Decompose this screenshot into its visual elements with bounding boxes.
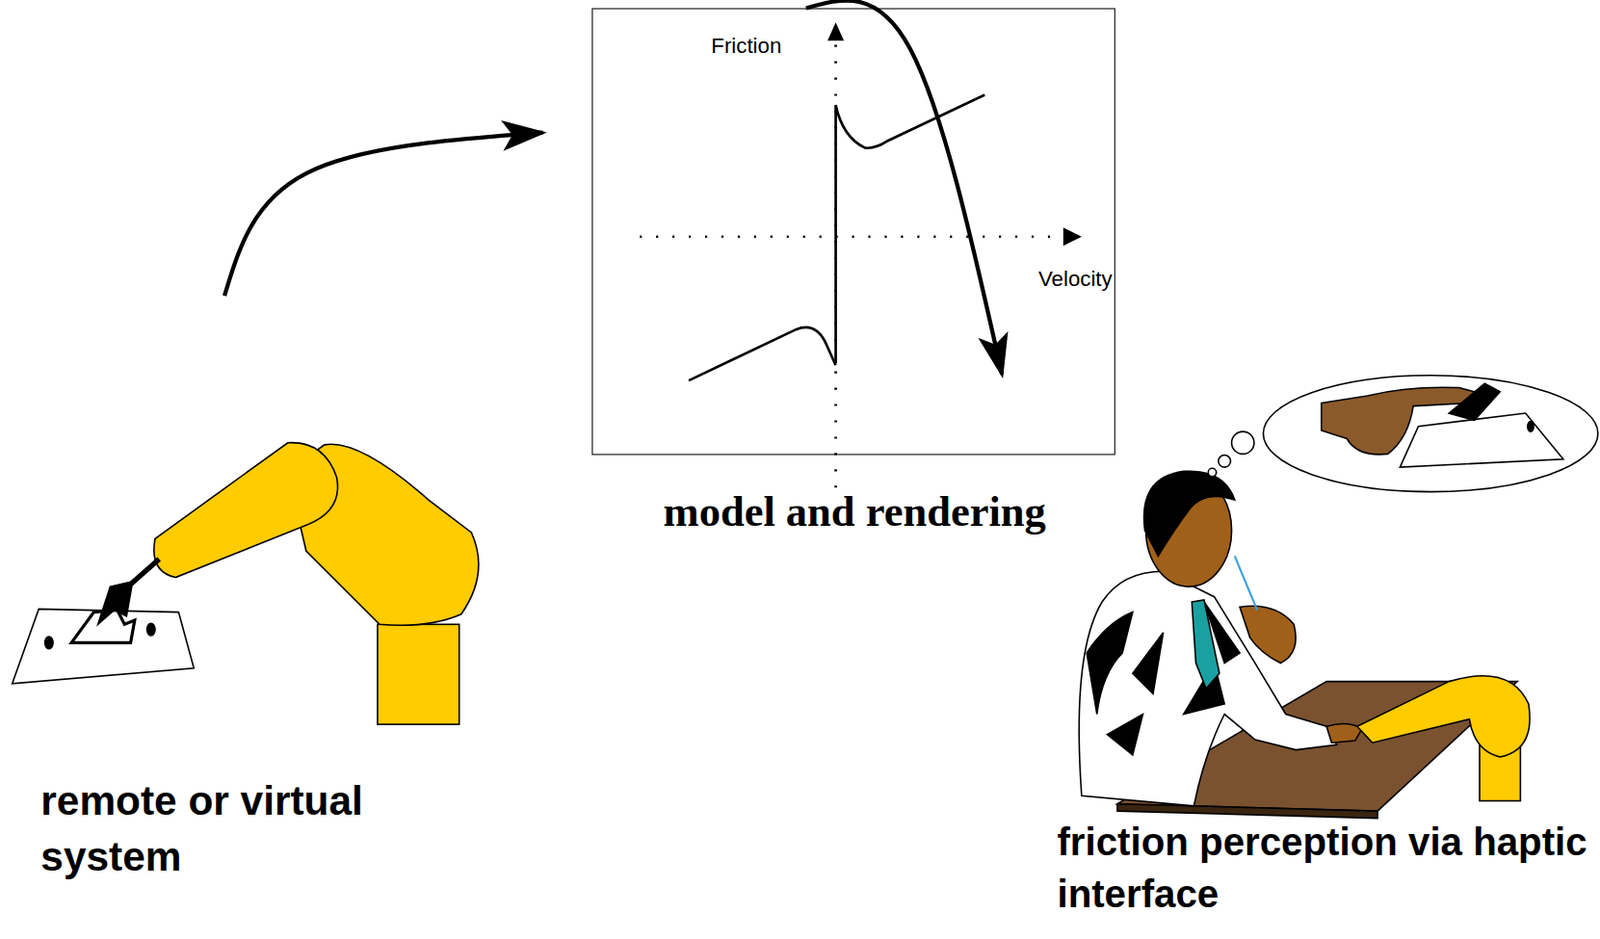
thought-stylus [1448,383,1500,420]
thought-dot [1207,468,1216,476]
shirt [1078,571,1337,807]
table-edge [1117,804,1378,819]
device-arm [1357,676,1530,758]
axis-velocity [639,235,1064,238]
shirt-shading [1086,602,1240,756]
box-caption: model and rendering [592,486,1116,536]
axis-label: Friction [710,33,782,59]
operator-figure: friction perception via haptic interface [1050,250,1598,937]
screw [45,636,53,650]
tie [1191,600,1220,689]
figure-caption: remote or virtual system [40,773,388,884]
system-figure: remote or virtual system [10,295,491,909]
flow-arrow [806,0,1002,375]
axis-arrowhead [827,22,844,41]
thought-bubble [1262,375,1598,493]
robot-forearm [154,443,339,578]
axis-arrowhead [1063,227,1082,246]
robot-base [377,624,460,725]
friction-plot [639,22,1082,488]
friction-curve [836,95,986,365]
thought-hand [1321,387,1482,455]
pen [1234,555,1258,610]
thought-dot [1232,431,1255,454]
screw [147,623,156,636]
thought-dot [1218,454,1232,468]
robot-stylus [98,581,133,625]
screw [1527,420,1534,432]
figure-caption: friction perception via haptic interface [1056,815,1596,921]
model-box: FrictionVelocitymodel and rendering [591,7,1115,455]
flow-arrow [224,132,544,296]
axis-label: Velocity [1038,265,1113,291]
thought-paper [1399,413,1563,468]
operator [1078,375,1599,819]
robot-arm [12,443,479,725]
hair [1144,471,1235,556]
friction-curve [688,327,837,381]
hand [1239,605,1296,663]
